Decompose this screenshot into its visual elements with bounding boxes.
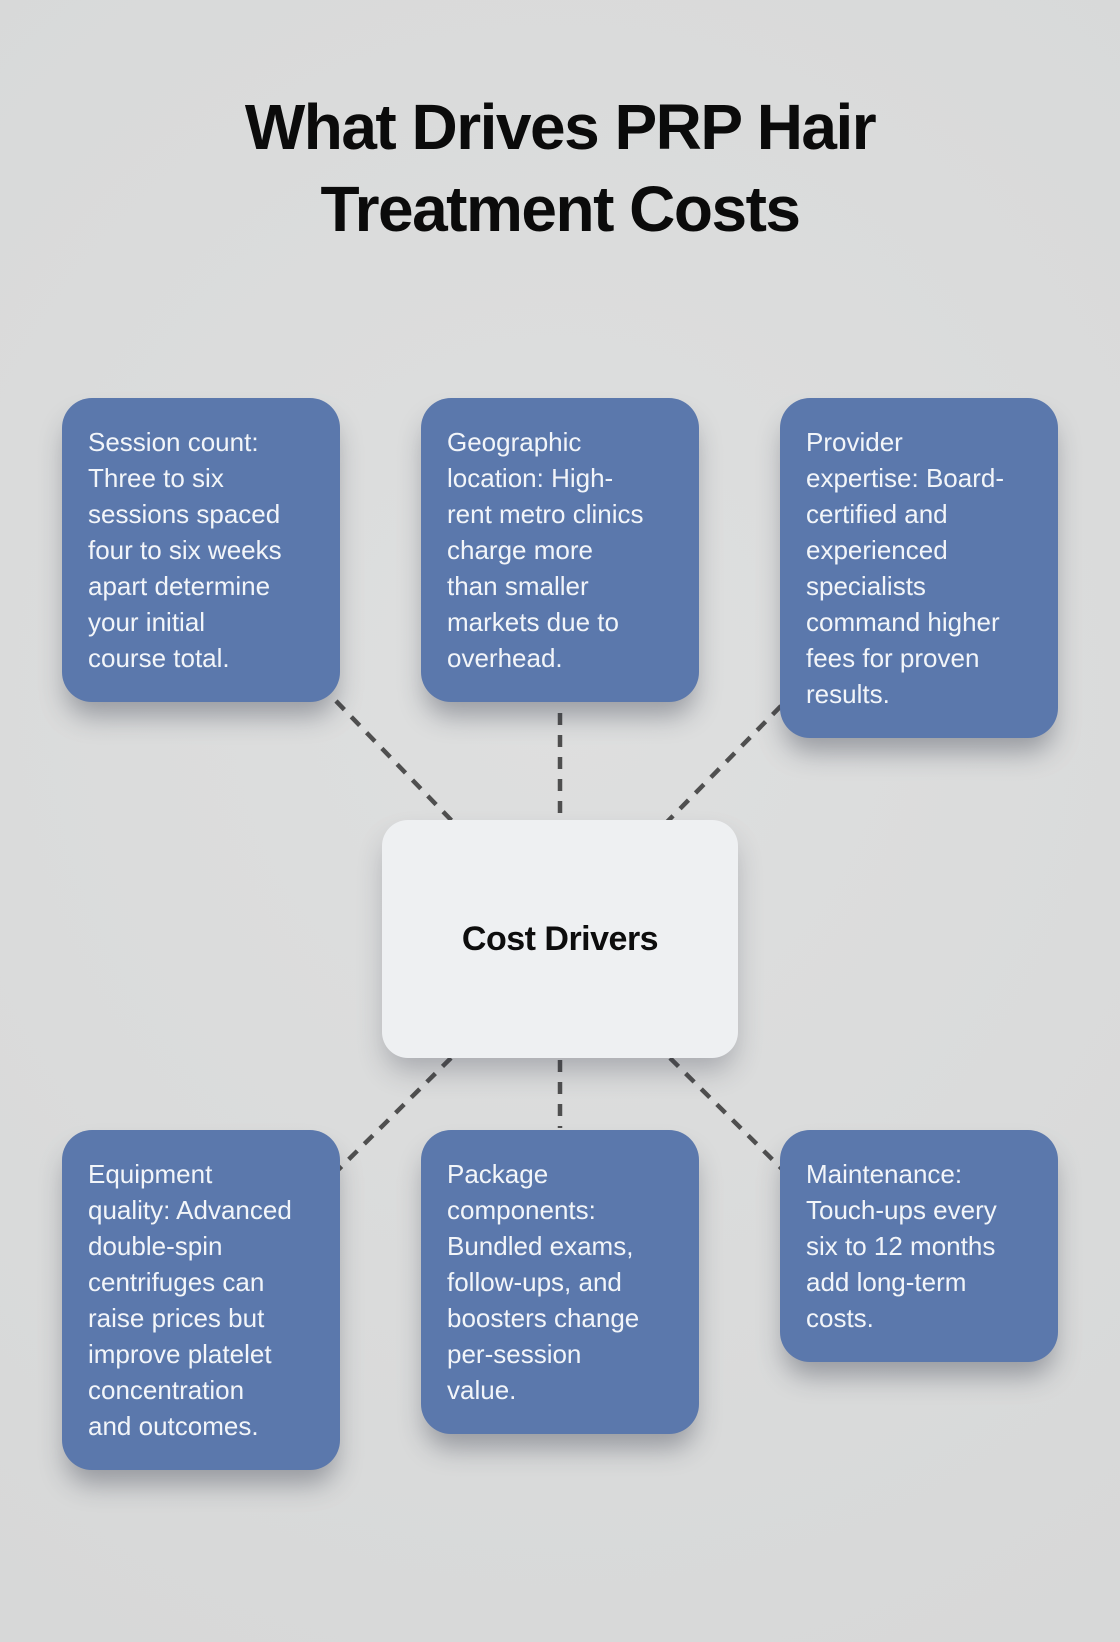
center-node-cost-drivers: Cost Drivers [382, 820, 738, 1058]
connector-line-equipment [336, 1056, 453, 1172]
connector-line-maintenance [668, 1056, 785, 1172]
node-maintenance: Maintenance: Touch-ups every six to 12 m… [780, 1130, 1058, 1362]
node-text-equipment-quality: Equipment quality: Advanced double-spin … [88, 1159, 292, 1441]
node-text-maintenance: Maintenance: Touch-ups every six to 12 m… [806, 1159, 997, 1333]
node-geographic-location: Geographic location: High- rent metro cl… [421, 398, 699, 702]
connector-line-provider [664, 704, 783, 825]
node-equipment-quality: Equipment quality: Advanced double-spin … [62, 1130, 340, 1470]
node-text-geographic-location: Geographic location: High- rent metro cl… [447, 427, 644, 673]
node-text-session-count: Session count: Three to six sessions spa… [88, 427, 282, 673]
node-text-package-components: Package components: Bundled exams, follo… [447, 1159, 640, 1405]
node-text-provider-expertise: Provider expertise: Board- certified and… [806, 427, 1004, 709]
page-title: What Drives PRP Hair Treatment Costs [244, 91, 877, 245]
center-node-label: Cost Drivers [461, 919, 659, 958]
node-package-components: Package components: Bundled exams, follo… [421, 1130, 699, 1434]
connector-line-session-count [334, 699, 456, 825]
node-provider-expertise: Provider expertise: Board- certified and… [780, 398, 1058, 738]
node-session-count: Session count: Three to six sessions spa… [62, 398, 340, 702]
